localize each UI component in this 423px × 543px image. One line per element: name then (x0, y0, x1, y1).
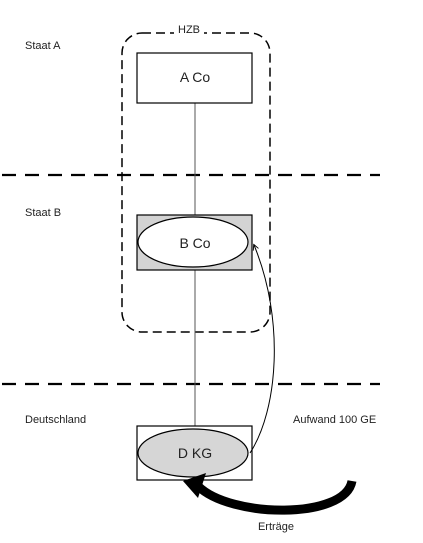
a-co-label: A Co (180, 69, 211, 85)
d-kg-label: D KG (178, 445, 212, 461)
b-co-ellipse (137, 216, 249, 268)
b-co-label: B Co (179, 235, 210, 251)
hzb-group-label: HZB (178, 24, 200, 36)
income-arrow (194, 479, 357, 515)
a-co-box (136, 52, 253, 104)
expense-arrow (249, 245, 275, 454)
d-kg-ellipse (137, 428, 249, 478)
state-label-germany: Deutschland (25, 414, 86, 426)
income-arrowhead (183, 473, 206, 498)
expense-label: Aufwand 100 GE (293, 414, 376, 426)
state-label-a: Staat A (25, 40, 61, 52)
hzb-group-frame (121, 32, 271, 333)
income-label: Erträge (258, 521, 294, 533)
state-label-b: Staat B (25, 207, 61, 219)
